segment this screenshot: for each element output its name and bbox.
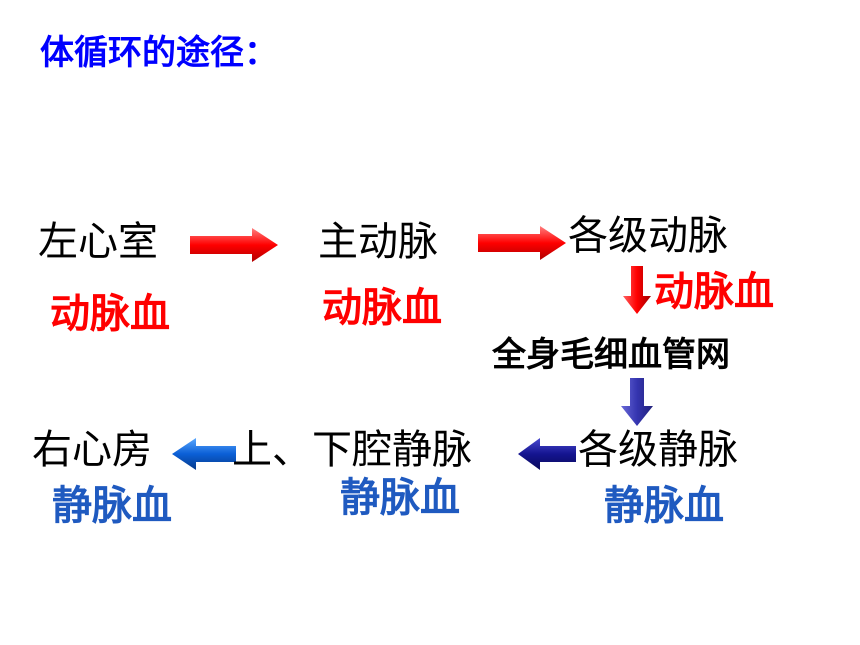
arrow-vena-cava-to-right-atrium xyxy=(172,438,236,470)
node-left-ventricle: 左心室 xyxy=(38,219,158,265)
blood-label-veins: 静脉血 xyxy=(604,483,724,529)
node-right-atrium: 右心房 xyxy=(32,427,152,473)
node-veins: 各级静脉 xyxy=(578,427,738,473)
node-vena-cava: 上、下腔静脉 xyxy=(232,427,472,473)
blood-label-aorta: 动脉血 xyxy=(322,285,442,331)
arrow-aorta-to-arteries xyxy=(478,226,566,260)
arrow-capillaries-to-veins xyxy=(621,378,653,426)
arrow-arteries-to-capillaries xyxy=(623,266,651,314)
blood-label-arteries: 动脉血 xyxy=(654,269,774,315)
blood-label-right-atrium: 静脉血 xyxy=(52,483,172,529)
arrow-veins-to-vena-cava xyxy=(518,438,576,470)
node-arteries: 各级动脉 xyxy=(568,213,728,259)
page-title: 体循环的途径： xyxy=(40,33,278,73)
blood-label-left-ventricle: 动脉血 xyxy=(50,291,170,337)
blood-label-vena-cava: 静脉血 xyxy=(340,475,460,521)
node-aorta: 主动脉 xyxy=(318,219,438,265)
arrow-left-ventricle-to-aorta xyxy=(190,228,278,262)
node-capillaries: 全身毛细血管网 xyxy=(492,335,730,375)
